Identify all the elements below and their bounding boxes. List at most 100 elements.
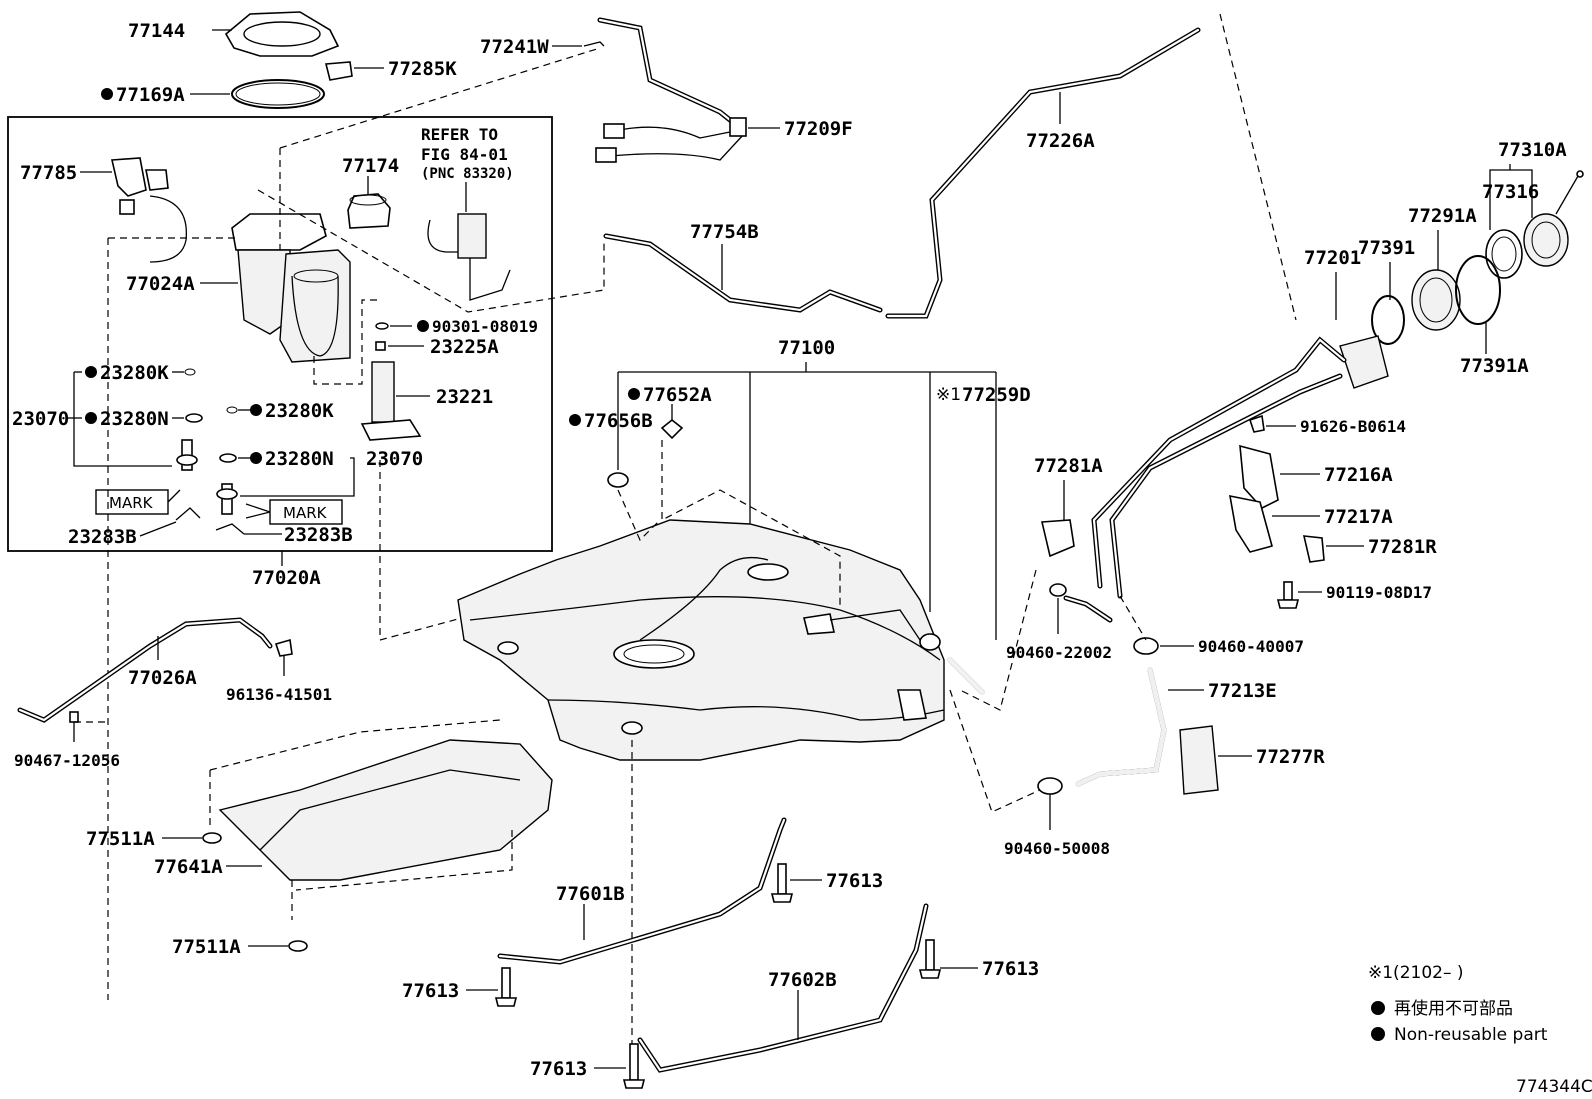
label-77511A-upper: 77511A bbox=[86, 828, 155, 850]
label-77754B: 77754B bbox=[690, 221, 759, 243]
fuel-cap-drawing bbox=[1523, 170, 1584, 267]
clip-90467-drawing bbox=[69, 711, 79, 723]
label-77641A: 77641A bbox=[154, 856, 223, 878]
label-90460-50008: 90460-50008 bbox=[1004, 839, 1110, 858]
label-77213E: 77213E bbox=[1208, 680, 1277, 702]
bolt-77613-d-drawing bbox=[622, 1043, 646, 1089]
breather-tube-77226A-drawing bbox=[885, 27, 1201, 319]
fuel-pump-assembly-box bbox=[7, 116, 553, 552]
label-77316: 77316 bbox=[1482, 181, 1539, 203]
label-77652A: 77652A bbox=[643, 384, 712, 406]
vent-tube-77754B-drawing bbox=[603, 233, 883, 313]
clamp-77281A-drawing bbox=[1041, 519, 1075, 558]
clamp-90460-22002-drawing bbox=[1049, 583, 1113, 623]
mark-left-text: MARK bbox=[109, 494, 154, 512]
label-90119-08D17: 90119-08D17 bbox=[1326, 583, 1432, 602]
bracket-77217A-drawing bbox=[1229, 494, 1273, 553]
label-77511A-lower: 77511A bbox=[172, 936, 241, 958]
label-77169A: 77169A bbox=[116, 84, 185, 106]
vent-pipe-77259D-drawing bbox=[919, 633, 985, 695]
label-77391A: 77391A bbox=[1460, 355, 1529, 377]
bolt-77613-a-drawing bbox=[770, 863, 794, 903]
label-77613-b: 77613 bbox=[982, 958, 1039, 980]
label-90301-08019: 90301-08019 bbox=[432, 317, 538, 336]
filler-pipe-drawing bbox=[1091, 335, 1389, 599]
label-77285K: 77285K bbox=[388, 58, 457, 80]
label-90460-22002: 90460-22002 bbox=[1006, 643, 1112, 662]
mark-box-right bbox=[269, 499, 343, 525]
cap-ring-77316-drawing bbox=[1485, 229, 1523, 279]
filler-hose-drawing bbox=[1075, 667, 1167, 787]
legend-japanese: 再使用不可部品 bbox=[1394, 998, 1513, 1019]
bracket-77216A-drawing bbox=[1239, 444, 1279, 509]
label-23283B-left: 23283B bbox=[68, 526, 137, 548]
tube-77026A-drawing bbox=[17, 617, 273, 723]
legend-english: Non-reusable part bbox=[1394, 1025, 1548, 1045]
label-77144: 77144 bbox=[128, 20, 185, 42]
label-77259D: 77259D bbox=[962, 384, 1031, 406]
label-23221: 23221 bbox=[436, 386, 493, 408]
filler-neck-ring-drawing bbox=[1411, 269, 1461, 331]
figure-id: 774344C bbox=[1516, 1077, 1592, 1097]
label-77613-a: 77613 bbox=[826, 870, 883, 892]
label-77216A: 77216A bbox=[1324, 464, 1393, 486]
label-77217A: 77217A bbox=[1324, 506, 1393, 528]
label-77602B: 77602B bbox=[768, 969, 837, 991]
label-77277R: 77277R bbox=[1256, 746, 1325, 768]
bolt-90119-drawing bbox=[1276, 581, 1300, 609]
legend-date-note: ※1(2102– ) bbox=[1368, 963, 1464, 983]
tank-protector-drawing bbox=[218, 739, 553, 881]
label-77100: 77100 bbox=[778, 337, 835, 359]
clamp-77281R-drawing bbox=[1302, 535, 1325, 563]
bolt-91626-drawing bbox=[1248, 414, 1265, 433]
check-valve-left-drawing bbox=[176, 439, 198, 471]
label-77291A: 77291A bbox=[1408, 205, 1477, 227]
tank-band-77602B-drawing bbox=[637, 903, 929, 1073]
bolt-77613-b-drawing bbox=[918, 939, 942, 979]
label-23225A: 23225A bbox=[430, 336, 499, 358]
label-77226A: 77226A bbox=[1026, 130, 1095, 152]
label-77785: 77785 bbox=[20, 162, 77, 184]
fuel-filter-drawing bbox=[360, 361, 422, 441]
label-77281A: 77281A bbox=[1034, 455, 1103, 477]
label-23280N-right: 23280N bbox=[265, 448, 334, 470]
fuel-tube-77209F-drawing bbox=[595, 17, 747, 163]
label-90460-40007: 90460-40007 bbox=[1198, 637, 1304, 656]
refer-line-2: FIG 84-01 bbox=[421, 145, 508, 164]
label-23280K-left: 23280K bbox=[100, 362, 169, 384]
label-77024A: 77024A bbox=[126, 273, 195, 295]
label-23070-left: 23070 bbox=[12, 408, 69, 430]
label-77310A: 77310A bbox=[1498, 139, 1567, 161]
label-90467-12056: 90467-12056 bbox=[14, 751, 120, 770]
wire-harness-drawing bbox=[111, 157, 187, 263]
check-valve-right-drawing bbox=[216, 483, 238, 515]
label-23283B-right: 23283B bbox=[284, 524, 353, 546]
label-77201: 77201 bbox=[1304, 247, 1361, 269]
label-23280K-right: 23280K bbox=[265, 400, 334, 422]
clip-96136-drawing bbox=[274, 638, 293, 657]
cap-77174-drawing bbox=[347, 193, 391, 229]
label-77241W: 77241W bbox=[480, 36, 549, 58]
mark-right-text: MARK bbox=[283, 504, 328, 522]
label-77613-c: 77613 bbox=[402, 980, 459, 1002]
protector-77277R-drawing bbox=[1179, 725, 1219, 795]
label-77281R: 77281R bbox=[1368, 536, 1437, 558]
refer-line-1: REFER TO bbox=[421, 125, 498, 144]
label-91626-B0614: 91626-B0614 bbox=[1300, 417, 1406, 436]
fuel-pump-bracket-drawing bbox=[231, 213, 351, 363]
label-77613-d: 77613 bbox=[530, 1058, 587, 1080]
label-77391: 77391 bbox=[1358, 237, 1415, 259]
refer-line-3: (PNC 83320) bbox=[421, 166, 514, 182]
clip-drawing bbox=[324, 61, 353, 81]
fuel-tank-drawing bbox=[457, 519, 945, 761]
label-77174: 77174 bbox=[342, 155, 399, 177]
label-77209F: 77209F bbox=[784, 118, 853, 140]
label-77601B: 77601B bbox=[556, 883, 625, 905]
label-77020A: 77020A bbox=[252, 567, 321, 589]
label-23280N-left: 23280N bbox=[100, 408, 169, 430]
retainer-ring-drawing bbox=[224, 11, 340, 57]
gasket-77391A-drawing bbox=[1455, 255, 1501, 325]
label-77656B: 77656B bbox=[584, 410, 653, 432]
